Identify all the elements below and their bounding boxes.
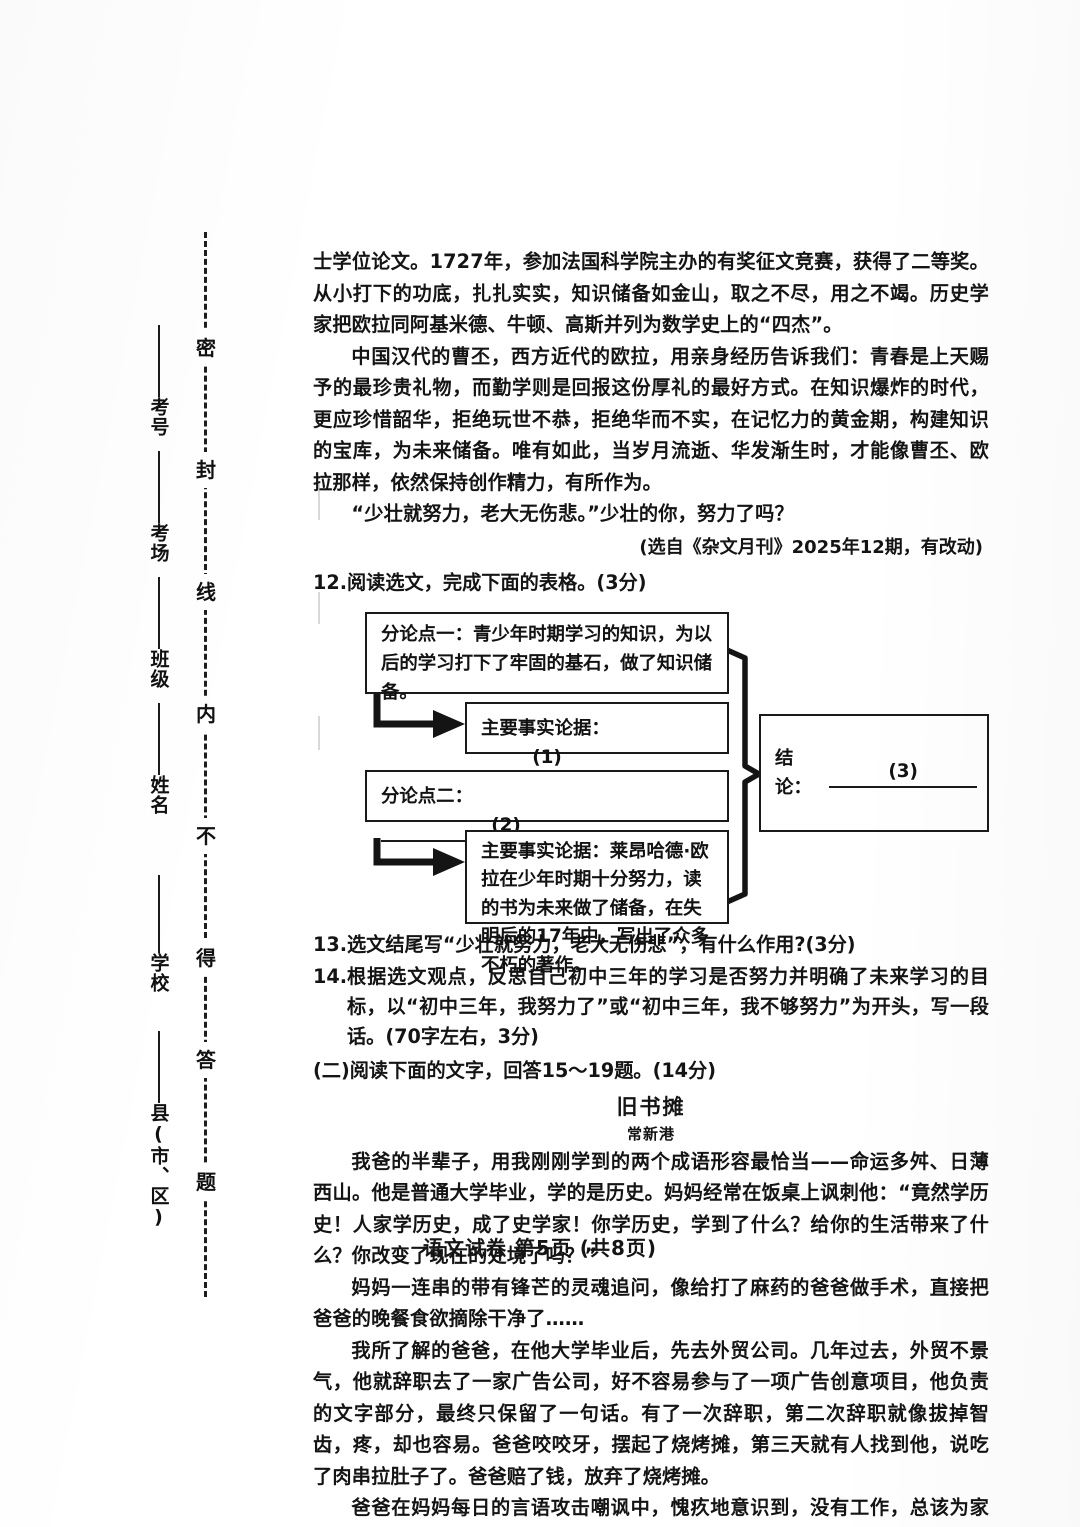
page-body: 士学位论文。1727年，参加法国科学院主办的有奖征文竞赛，获得了二等奖。从小打下… <box>313 246 989 1527</box>
flow-box-text: 青少年时期学习的知识，为以后的学习打下了牢固的基石，做了知识储备。 <box>381 623 713 703</box>
field-rule <box>158 703 160 775</box>
flow-box-label: 分论点一： <box>381 623 473 645</box>
question-number: 12. <box>313 570 347 594</box>
flow-box-label: 结论： <box>775 747 812 798</box>
paragraph: 中国汉代的曹丕，西方近代的欧拉，用亲身经历告诉我们：青春是上天赐予的最珍贵礼物，… <box>313 344 989 494</box>
question-text: 阅读选文，完成下面的表格。(3分) <box>347 570 647 594</box>
field-rule <box>158 325 160 397</box>
field-exam-number[interactable]: 考号 <box>120 322 198 437</box>
field-rule <box>158 577 160 649</box>
article-title: 旧书摊 <box>616 1094 686 1119</box>
field-rule <box>158 875 160 953</box>
sealing-line-sidebar: 密 封 线 内 不 得 答 题 考号 考场 班级 姓名 <box>0 0 290 1527</box>
field-class[interactable]: 班级 <box>120 574 198 689</box>
seal-dashed-line <box>204 232 207 1297</box>
seal-char-2: 封 <box>193 452 219 488</box>
brace-connector-to-conclusion <box>725 646 762 905</box>
paragraph: 我所了解的爸爸，在他大学毕业后，先去外贸公司。几年过去，外贸不景气，他就辞职去了… <box>313 1338 989 1488</box>
seal-char-8: 题 <box>193 1164 219 1200</box>
question-number: 14. <box>313 964 347 988</box>
arrow-head-branch1 <box>433 709 465 738</box>
arrow-line-branch2 <box>373 837 435 865</box>
field-label: 学校 <box>147 953 170 993</box>
field-label: 考场 <box>147 523 170 563</box>
question-14: 14. 根据选文观点，反思自己初中三年的学习是否努力并明确了未来学习的目标，以“… <box>313 962 989 1052</box>
paragraph: 我爸的半辈子，用我刚刚学到的两个成语形容最恰当——命运多舛、日薄西山。他是普通大… <box>313 1149 989 1268</box>
field-rule <box>158 1031 160 1103</box>
paragraph: “少壮就努力，老大无伤悲。”少壮的你，努力了吗？ <box>351 502 794 525</box>
argument-structure-flowchart: 分论点一：青少年时期学习的知识，为以后的学习打下了牢固的基石，做了知识储备。 主… <box>313 606 989 976</box>
flow-box-label: 分论点二： <box>381 785 473 807</box>
seal-char-6: 得 <box>193 940 219 976</box>
field-rule <box>158 451 160 523</box>
flow-box-conclusion: 结论： (3) <box>759 713 989 832</box>
scan-artifact-tick <box>318 484 320 520</box>
flow-box-label: 主要事实论据： <box>481 840 610 862</box>
seal-char-5: 不 <box>193 818 219 854</box>
scan-artifact-tick <box>318 592 320 624</box>
article-source-citation: (选自《杂文月刊》2025年12期，有改动) <box>639 536 983 558</box>
question-text: 选文结尾写“少壮就努力，老大无伤悲”，有什么作用?(3分) <box>347 930 989 960</box>
field-exam-room[interactable]: 考场 <box>120 448 198 563</box>
answer-blank-3[interactable]: (3) <box>829 757 977 788</box>
question-number: 13. <box>313 932 347 956</box>
article-author: 常新港 <box>626 1124 675 1143</box>
flow-box-text: 莱昂哈德·欧拉在少年时期十分努力，读的书为未来做了储备，在失明后的17年中，写出… <box>481 840 709 976</box>
field-name[interactable]: 姓名 <box>120 700 198 815</box>
question-13: 13. 选文结尾写“少壮就努力，老大无伤悲”，有什么作用?(3分) <box>313 930 989 960</box>
arrow-head-branch2 <box>433 847 465 876</box>
paragraph: 爸爸在妈妈每日的言语攻击嘲讽中，愧疚地意识到，没有工作，总该为家里做点儿什么，便… <box>351 1496 989 1519</box>
flow-box-subpoint-2: 分论点二：(2) <box>365 769 729 842</box>
page-footer: 语文试卷 第5页 (共8页) <box>422 1236 658 1260</box>
question-text: 根据选文观点，反思自己初中三年的学习是否努力并明确了未来学习的目标，以“初中三年… <box>347 964 989 1048</box>
arrow-line-branch1 <box>373 691 435 727</box>
scan-artifact-tick <box>318 716 320 750</box>
seal-char-1: 密 <box>193 330 219 366</box>
field-label: 考号 <box>147 397 170 437</box>
field-label: 县(市、区) <box>147 1103 170 1229</box>
question-12: 12. 阅读选文，完成下面的表格。(3分) <box>313 568 989 598</box>
flow-box-evidence-1: 主要事实论据：(1) <box>465 701 729 774</box>
flow-box-label: 主要事实论据： <box>481 717 610 739</box>
field-school[interactable]: 学校 <box>120 872 198 993</box>
paragraph: 妈妈一连串的带有锋芒的灵魂追问，像给打了麻药的爸爸做手术，直接把爸爸的晚餐食欲摘… <box>313 1275 989 1331</box>
seal-char-7: 答 <box>193 1042 219 1078</box>
flow-box-subpoint-1: 分论点一：青少年时期学习的知识，为以后的学习打下了牢固的基石，做了知识储备。 <box>365 611 729 703</box>
paragraph-continued: 士学位论文。1727年，参加法国科学院主办的有奖征文竞赛，获得了二等奖。从小打下… <box>313 250 989 336</box>
flow-box-evidence-2: 主要事实论据：莱昂哈德·欧拉在少年时期十分努力，读的书为未来做了储备，在失明后的… <box>465 829 729 976</box>
field-label: 班级 <box>147 649 170 689</box>
seal-char-4: 内 <box>193 696 219 732</box>
student-info-fields: 考号 考场 班级 姓名 学校 县(市、区) <box>120 0 198 1527</box>
seal-char-3: 线 <box>193 574 219 610</box>
section-two-heading: (二)阅读下面的文字，回答15～19题。(14分) <box>313 1058 716 1082</box>
field-label: 姓名 <box>147 775 170 815</box>
field-county-district[interactable]: 县(市、区) <box>120 1028 198 1229</box>
